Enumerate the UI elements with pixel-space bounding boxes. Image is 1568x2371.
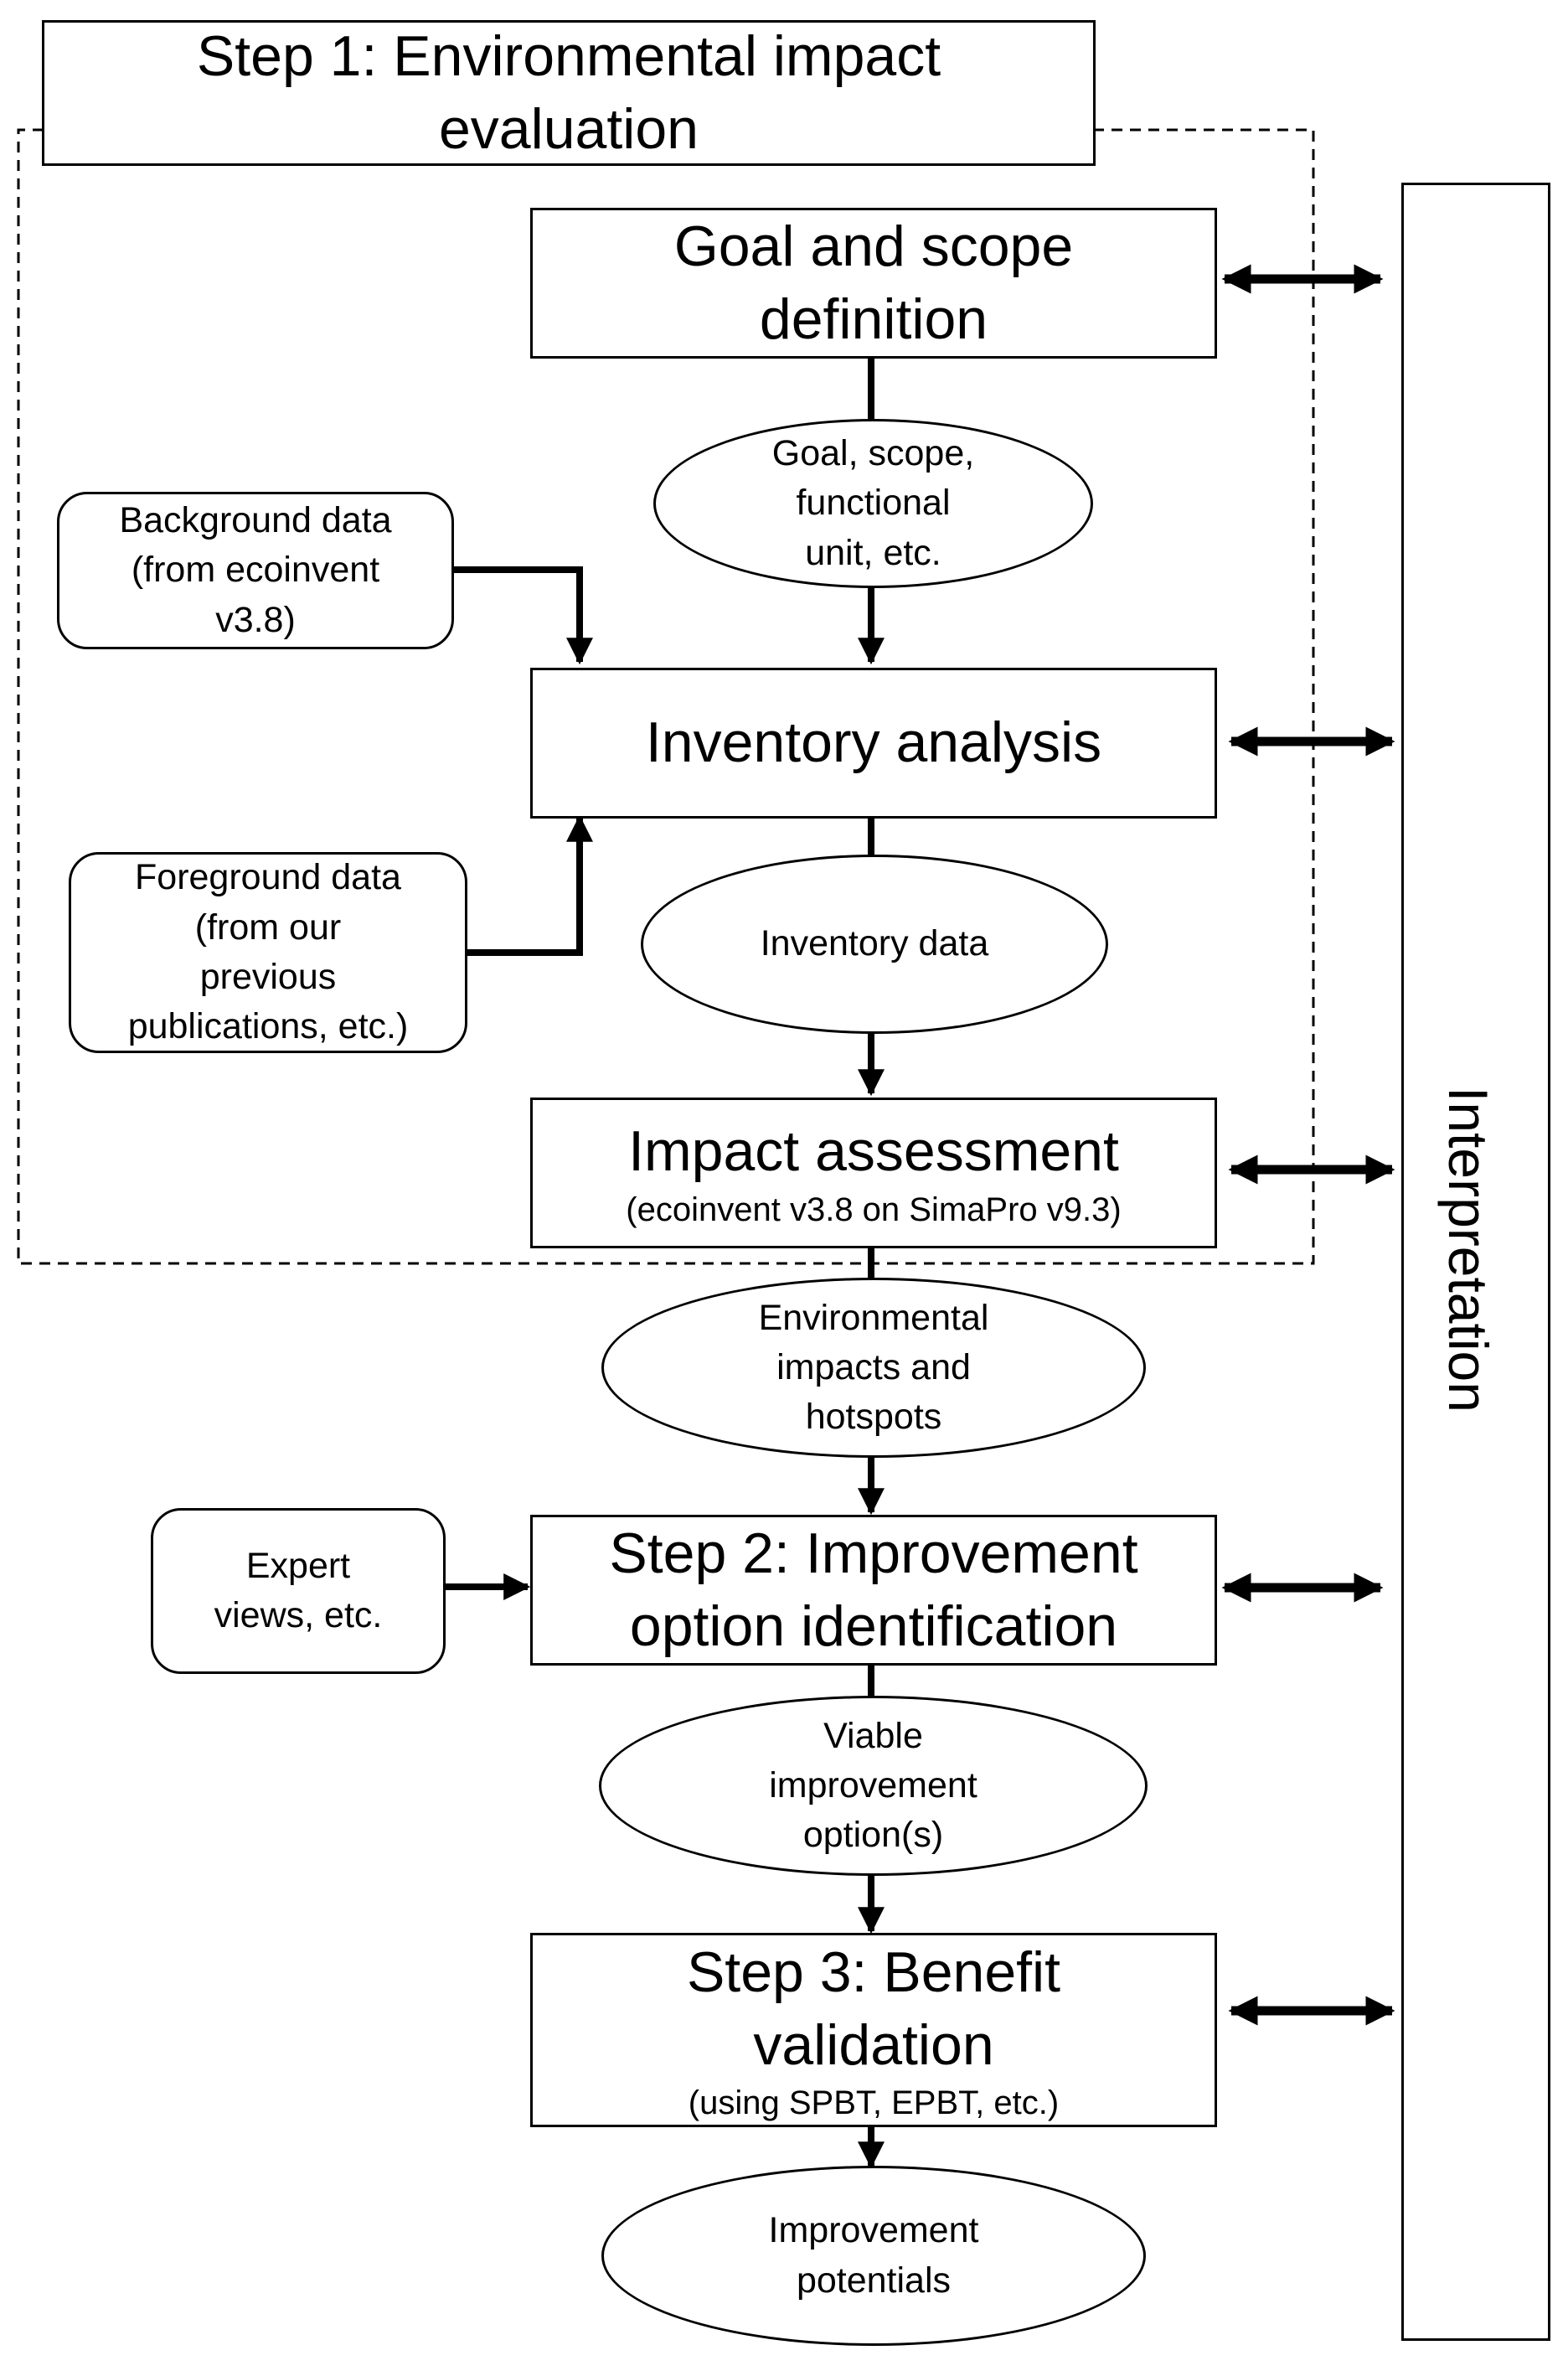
impact-output-ellipse: Environmental impacts and hotspots	[601, 1278, 1146, 1458]
inventory-analysis-title: Inventory analysis	[645, 710, 1102, 775]
step2-box: Step 2: Improvement option identificatio…	[530, 1515, 1217, 1666]
arrow-background-to-inventory	[452, 566, 593, 665]
arrow-foreground-to-inventory	[466, 814, 593, 956]
inventory-analysis-box: Inventory analysis	[530, 668, 1217, 819]
expert-views-label: Expert views, etc.	[214, 1545, 383, 1635]
step1-boundary	[17, 128, 1315, 1265]
foreground-data-label: Foreground data (from our previous publi…	[127, 857, 409, 1047]
goal-scope-title: Goal and scope definition	[673, 214, 1074, 351]
background-data-label: Background data (from ecoinvent v3.8)	[119, 500, 392, 640]
step2-output-ellipse: Viable improvement option(s)	[599, 1696, 1148, 1876]
impact-output: Environmental impacts and hotspots	[758, 1297, 989, 1438]
interpretation-label: Interpretation	[1437, 1086, 1499, 1413]
improvement-potentials-ellipse: Improvement potentials	[601, 2166, 1146, 2346]
goal-scope-box: Goal and scope definition	[530, 208, 1217, 359]
interpretation-label-wrap: Interpretation	[1397, 1040, 1540, 1459]
goal-scope-output: Goal, scope, functional unit, etc.	[771, 433, 975, 573]
step1-title: Step 1: Environmental impact evaluation	[196, 23, 941, 161]
foreground-data-box: Foreground data (from our previous publi…	[69, 852, 467, 1053]
step1-title-box: Step 1: Environmental impact evaluation	[42, 20, 1096, 166]
inventory-output: Inventory data	[760, 923, 989, 964]
step3-subtitle: (using SPBT, EPBT, etc.)	[688, 2084, 1060, 2122]
background-data-box: Background data (from ecoinvent v3.8)	[57, 492, 454, 649]
impact-assessment-subtitle: (ecoinvent v3.8 on SimaPro v9.3)	[626, 1191, 1122, 1228]
step3-box: Step 3: Benefit validation (using SPBT, …	[530, 1933, 1217, 2127]
step2-title: Step 2: Improvement option identificatio…	[609, 1521, 1138, 1658]
goal-scope-output-ellipse: Goal, scope, functional unit, etc.	[653, 419, 1093, 588]
step2-output: Viable improvement option(s)	[769, 1715, 977, 1856]
impact-assessment-title: Impact assessment	[628, 1119, 1119, 1184]
interpretation-box	[1401, 183, 1550, 2341]
expert-views-box: Expert views, etc.	[151, 1508, 446, 1674]
step3-title: Step 3: Benefit validation	[686, 1940, 1061, 2077]
improvement-potentials: Improvement potentials	[768, 2210, 979, 2301]
inventory-output-ellipse: Inventory data	[641, 855, 1108, 1034]
impact-assessment-box: Impact assessment (ecoinvent v3.8 on Sim…	[530, 1098, 1217, 1248]
